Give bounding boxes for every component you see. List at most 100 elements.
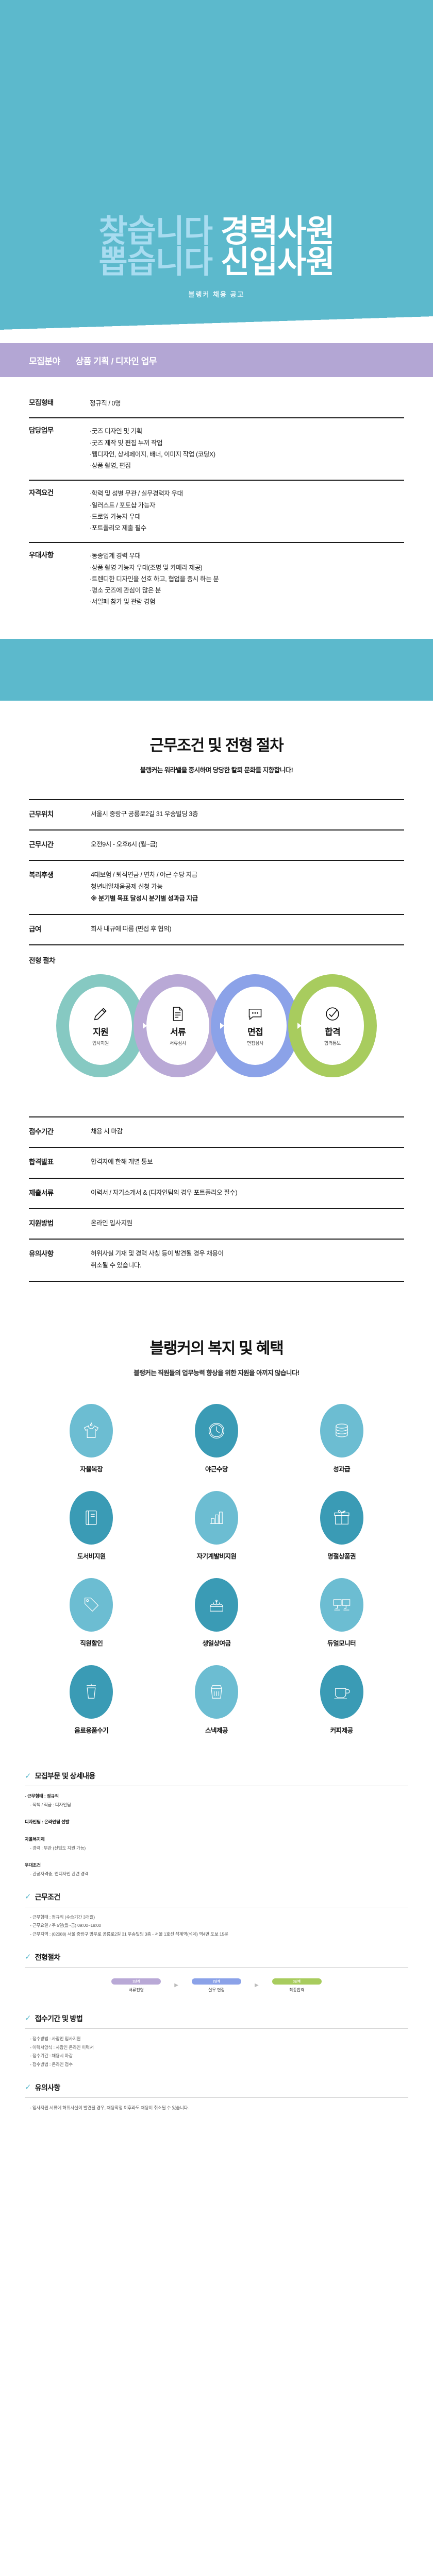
- work-condition-line: 합격자에 한해 개별 통보: [91, 1158, 153, 1166]
- flow-section-label: 전형 절차: [29, 957, 55, 965]
- clock-icon: [194, 1404, 238, 1458]
- detail-line: 우대조건: [25, 1862, 41, 1868]
- work-condition-line: 4대보험 / 퇴직연금 / 연차 / 야근 수당 지급: [91, 871, 197, 878]
- chevron-right-icon: ▶: [255, 1982, 259, 1989]
- detail-line: [25, 1852, 408, 1861]
- process-step-name: 지원: [93, 1027, 108, 1038]
- hero-banner: 찾습니다 경력사원 뽑습니다 신입사원 블랭커 채용 공고: [0, 0, 433, 330]
- benefit-label: 성과급: [333, 1466, 351, 1473]
- work-condition-line: 채용 시 마감: [91, 1128, 123, 1136]
- info-row-key: 자격요건: [29, 489, 54, 497]
- process-step-desc: 합격통보: [324, 1041, 341, 1046]
- detail-line: - 근무요일 / 주 5일(월~금) 09:00~18:00: [30, 1923, 101, 1928]
- check-icon: ✓: [25, 1771, 31, 1781]
- info-row-value: 정규직 / 0명: [90, 398, 404, 409]
- detail-line: - 접수방법 : 사람인 입사지원: [30, 2036, 81, 2041]
- check-icon: ✓: [25, 1892, 31, 1901]
- process-step-name: 서류: [170, 1027, 186, 1038]
- cake-icon: [194, 1578, 238, 1632]
- drink-icon: [70, 1665, 113, 1719]
- tag-icon: [70, 1578, 113, 1632]
- mini-step-bar: 2단계: [192, 1978, 241, 1985]
- work-condition-value: 온라인 입사지원: [91, 1217, 404, 1229]
- benefits-title: 블랭커의 복지 및 혜택: [149, 1340, 284, 1357]
- benefits-section: 블랭커의 복지 및 혜택 블랭커는 직원들의 업무능력 향상을 위한 지원을 아…: [0, 1302, 433, 1766]
- info-row-key: 담당업무: [29, 427, 54, 435]
- process-step-desc: 입사지원: [92, 1041, 109, 1046]
- info-row: 자격요건 ·학력 및 성별 무관 / 실무경력자 우대 ·일러스트 / 포토샵 가능…: [29, 481, 404, 544]
- work-condition-key: 급여: [29, 925, 41, 934]
- benefit-item: 성과급: [279, 1404, 404, 1473]
- work-condition-key: 지원방법: [29, 1219, 54, 1227]
- mini-step-caption: 서류전형: [128, 1987, 144, 1992]
- work-condition-line: ※ 분기별 목표 달성시 분기별 성과금 지급: [91, 895, 198, 902]
- check-icon: ✓: [25, 2014, 31, 2023]
- work-condition-line: 취소될 수 있습니다.: [91, 1261, 142, 1269]
- detail-line: - 이력서양식 : 사람인 온라인 이력서: [30, 2044, 94, 2050]
- detail-block-body: - 근무형태 : 정규직 (수습기간 3개월)- 근무요일 / 주 5일(월~금…: [25, 1913, 408, 1939]
- mini-step-bar: 1단계: [111, 1978, 161, 1985]
- growth-icon: [194, 1491, 238, 1545]
- work-condition-value: 합격자에 한해 개별 통보: [91, 1156, 404, 1168]
- benefit-label: 커피제공: [330, 1727, 354, 1734]
- check-icon: ✓: [25, 2083, 31, 2092]
- mini-step-caption: 실무 면접: [208, 1987, 225, 1992]
- hero-line-2-light: 뽑습니다: [98, 244, 213, 280]
- info-row-line: ·상품 촬영, 편집: [90, 462, 131, 469]
- work-section-subtitle: 블랭커는 워라밸을 중시하며 당당한 칼퇴 문화를 지향합니다!: [140, 766, 293, 774]
- info-row-value: ·동종업계 경력 우대·상품 촬영 가능자 우대(조명 및 카메라 제공)·트렌…: [90, 550, 404, 607]
- info-row-line: 정규직 / 0명: [90, 400, 121, 407]
- detail-block-head: ✓유의사항: [25, 2082, 408, 2098]
- benefit-label: 자율복장: [80, 1466, 103, 1473]
- benefit-item: 직원할인: [29, 1578, 154, 1648]
- detail-block-title: 접수기간 및 방법: [35, 2014, 83, 2023]
- detail-block: ✓ 접수기간 및 방법 - 접수방법 : 사람인 입사지원 - 이력서양식 : 사람인…: [25, 2013, 408, 2069]
- gift-icon: [320, 1491, 363, 1545]
- benefits-subtitle: 블랭커는 직원들의 업무능력 향상을 위한 지원을 아끼지 않습니다!: [134, 1369, 299, 1377]
- benefit-label: 음료용품수기: [74, 1727, 109, 1734]
- detail-line: - 접수기간 : 채용시 마감: [30, 2053, 73, 2059]
- pencil-icon: [93, 1005, 108, 1023]
- coins-icon: [320, 1404, 363, 1458]
- mini-step-number: 2단계: [212, 1980, 221, 1984]
- process-step-name: 합격: [325, 1027, 340, 1038]
- benefit-item: 야근수당: [154, 1404, 279, 1473]
- mini-step-caption: 최종합격: [289, 1987, 305, 1992]
- coffee-icon: [320, 1665, 363, 1719]
- detail-line: - 경력 : 무관 (신입도 지원 가능): [30, 1845, 86, 1851]
- work-condition-key: 제출서류: [29, 1189, 54, 1197]
- info-row: 담당업무·굿즈 디자인 및 기획·굿즈 제작 및 편집 누끼 작업·웹디자인, …: [29, 418, 404, 481]
- benefit-label: 스낵제공: [205, 1727, 228, 1734]
- benefit-label: 듀얼모니터: [327, 1640, 356, 1647]
- detail-block-head: ✓근무조건: [25, 1892, 408, 1907]
- recruit-field-bar: 모집분야 상품 기획 / 디자인 업무: [0, 343, 433, 377]
- benefit-label: 야근수당: [205, 1466, 228, 1473]
- work-section-title: 근무조건 및 전형 절차: [149, 737, 284, 754]
- benefit-item: 생일상여금: [154, 1578, 279, 1648]
- detail-line: - 직책 / 직급 : 디자인팀: [30, 1802, 71, 1807]
- info-row: 우대사항·동종업계 경력 우대·상품 촬영 가능자 우대(조명 및 카메라 제공…: [29, 543, 404, 616]
- info-row-line: ·굿즈 디자인 및 기획: [90, 428, 142, 435]
- benefit-item: 명절상품권: [279, 1491, 404, 1561]
- info-row-line: ·평소 굿즈에 관심이 많은 분: [90, 587, 161, 594]
- detail-block: ✓모집부문 및 상세내용- 근무형태 : 정규직- 직책 / 직급 : 디자인팀…: [25, 1771, 408, 1878]
- detail-block-title: 전형절차: [35, 1953, 61, 1961]
- info-row-line: ·학력 및 성별 무관 / 실무경력자 우대: [90, 490, 183, 498]
- work-condition-key: 근무시간: [29, 840, 54, 849]
- chevron-right-icon: ▶: [174, 1982, 178, 1989]
- work-condition-row: 지원방법 온라인 입사지원: [29, 1209, 404, 1240]
- detail-line: 자율복지제: [25, 1836, 45, 1842]
- info-row-key: 모집형태: [29, 399, 54, 406]
- chevron-right-icon: [220, 1023, 224, 1029]
- info-row-line: ·일러스트 / 포토샵 가능자: [90, 501, 156, 509]
